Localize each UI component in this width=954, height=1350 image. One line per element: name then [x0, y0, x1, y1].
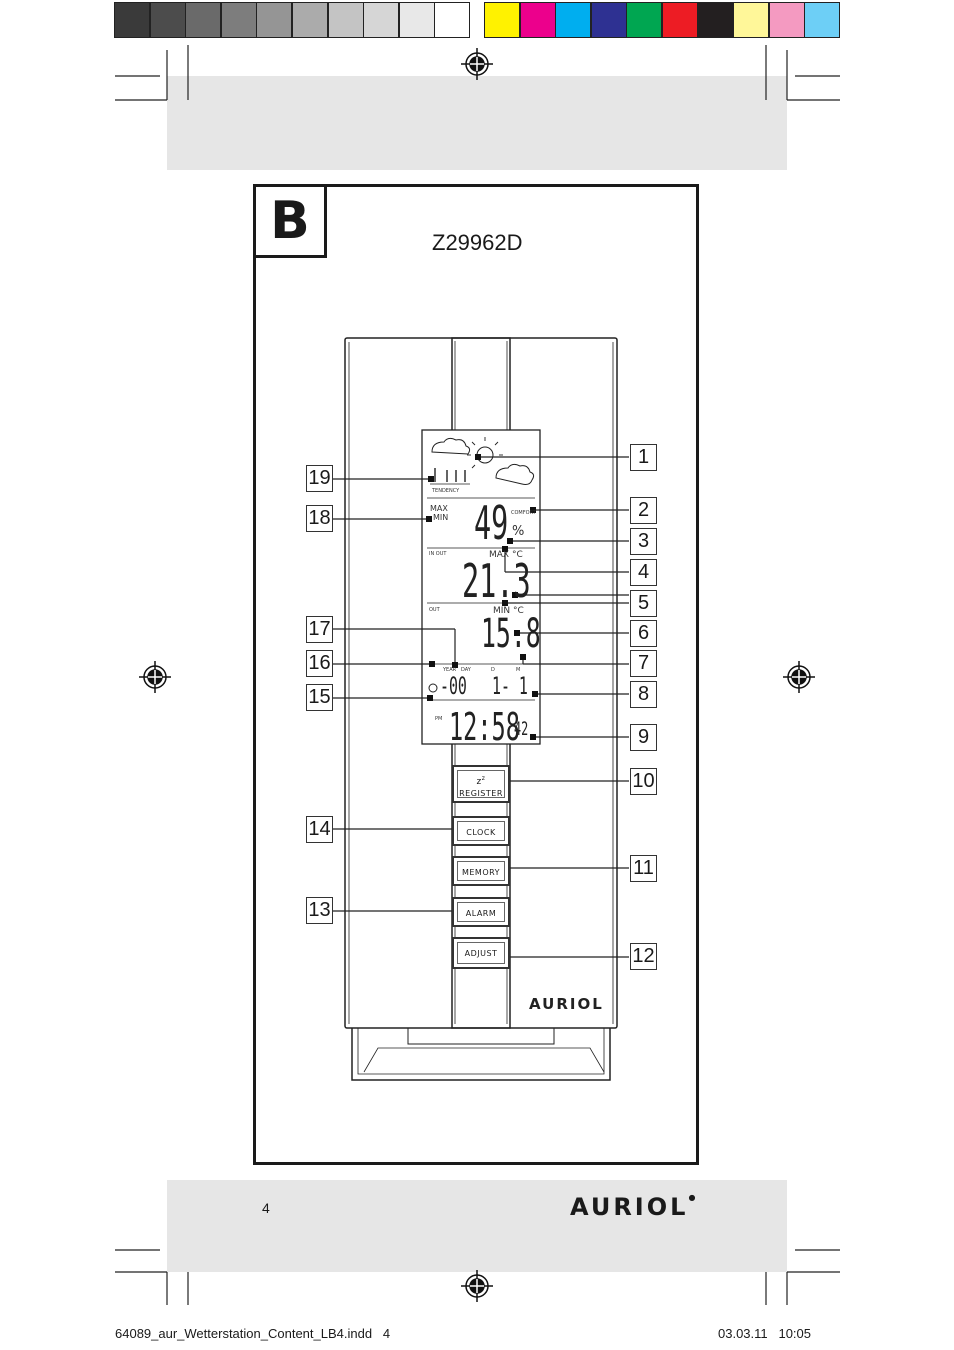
lcd-day-label: DAY	[461, 667, 471, 673]
callout-19: 19	[306, 465, 333, 492]
lcd-seconds-value: 42	[514, 718, 529, 740]
brand-logo: AURIOL●	[570, 1193, 698, 1221]
color-swatch	[733, 2, 770, 38]
color-swatch	[804, 2, 841, 38]
callout-12: 12	[630, 943, 657, 970]
callout-15: 15	[306, 684, 333, 711]
footer-filename: 64089_aur_Wetterstation_Content_LB4.indd…	[115, 1326, 391, 1341]
lcd-min-celsius-label: MIN °C	[493, 606, 524, 616]
gray-swatch	[434, 2, 471, 38]
lcd-time-value: 12:58	[449, 705, 520, 749]
lcd-comfort-label: COMFORT	[511, 510, 536, 516]
gray-swatch	[185, 2, 222, 38]
callout-8: 8	[630, 681, 657, 708]
callout-5: 5	[630, 590, 657, 617]
gray-swatch	[398, 2, 435, 38]
lcd-pm-label: PM	[435, 716, 443, 722]
callout-18: 18	[306, 505, 333, 532]
lcd-d-label: D	[491, 667, 495, 673]
model-number: Z29962D	[432, 230, 523, 255]
callout-11: 11	[630, 855, 657, 882]
snooze-label: zz	[476, 775, 486, 787]
clock-button[interactable]: CLOCK	[452, 816, 510, 846]
color-swatch	[768, 2, 805, 38]
registered-mark: ●	[688, 1193, 699, 1202]
memory-button[interactable]: MEMORY	[452, 856, 510, 886]
color-swatch	[697, 2, 734, 38]
lcd-year-label: YEAR	[443, 667, 457, 673]
memory-button-label: MEMORY	[461, 868, 501, 877]
callout-7: 7	[630, 650, 657, 677]
register-button[interactable]: zz REGISTER	[452, 765, 510, 803]
color-swatch	[519, 2, 556, 38]
gray-swatch	[256, 2, 293, 38]
callout-10: 10	[630, 768, 657, 795]
callout-14: 14	[306, 816, 333, 843]
gray-swatch	[363, 2, 400, 38]
lcd-max-label: MAX	[430, 504, 448, 513]
figure-letter: B	[270, 191, 310, 251]
gray-swatch	[114, 2, 150, 38]
lcd-in-out-label: IN OUT	[429, 551, 447, 557]
adjust-button-label: ADJUST	[464, 949, 498, 958]
callout-17: 17	[306, 616, 333, 643]
lcd-m-label: M	[516, 667, 521, 673]
callout-16: 16	[306, 650, 333, 677]
lcd-percent-sign: %	[512, 524, 525, 539]
callout-3: 3	[630, 528, 657, 555]
callout-6: 6	[630, 620, 657, 647]
gray-swatch	[327, 2, 364, 38]
callout-4: 4	[630, 559, 657, 586]
callout-13: 13	[306, 897, 333, 924]
footer-date: 03.03.11 10:05	[718, 1326, 812, 1341]
gray-swatch	[149, 2, 186, 38]
color-swatch	[626, 2, 663, 38]
gray-swatch	[220, 2, 257, 38]
device-brand-logo: AURIOL	[529, 995, 604, 1013]
header-band	[167, 76, 787, 170]
alarm-button[interactable]: ALARM	[452, 897, 510, 927]
callout-9: 9	[630, 724, 657, 751]
gray-swatch	[292, 2, 328, 38]
lcd-tendency-label: TENDENCY	[432, 488, 460, 494]
color-swatch	[662, 2, 698, 38]
alarm-button-label: ALARM	[465, 909, 497, 918]
color-swatch	[555, 2, 592, 38]
lcd-date-value: 1- 1	[492, 672, 528, 700]
lcd-outdoor-temperature: 15.8	[481, 611, 541, 657]
lcd-min-label: MIN	[433, 513, 449, 522]
page-number: 4	[262, 1200, 270, 1216]
lcd-indoor-temperature: 21.3	[462, 554, 531, 608]
clock-button-label: CLOCK	[466, 828, 496, 837]
figure-letter-box: B	[253, 184, 327, 258]
lcd-out-label: OUT	[429, 607, 440, 613]
color-swatch	[590, 2, 627, 38]
register-button-label: REGISTER	[459, 789, 503, 798]
color-swatch	[484, 2, 520, 38]
callout-2: 2	[630, 497, 657, 524]
lcd-humidity-value: 49	[474, 496, 509, 550]
footer-band	[167, 1180, 787, 1272]
lcd-year-value: -00	[440, 672, 467, 700]
adjust-button[interactable]: ADJUST	[452, 937, 510, 969]
lcd-max-celsius-label: MAX °C	[489, 550, 523, 560]
brand-logo-text: AURIOL	[570, 1193, 689, 1221]
callout-1: 1	[630, 444, 657, 471]
